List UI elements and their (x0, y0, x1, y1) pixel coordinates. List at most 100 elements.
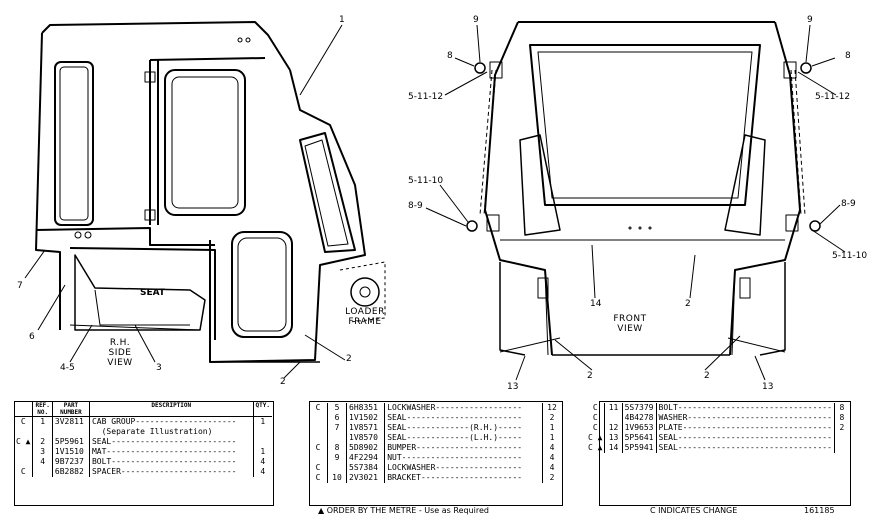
row-part: 1V1510 (52, 447, 90, 457)
parts-table-1-box (14, 401, 274, 506)
table-row: 9 4F2294 NUT------------------------- 4 (309, 453, 561, 463)
row-qty: 12 (547, 403, 557, 412)
parts-table-2: C 5 6H8351 LOCKWASHER------------------ … (309, 403, 561, 483)
callout-2: 2 (346, 354, 352, 364)
row-qty (834, 433, 849, 443)
row-mark: C (315, 473, 321, 482)
row-part: 1V9653 (622, 423, 657, 433)
row-ref: 3 (32, 447, 53, 457)
callout-5-11-12: 5-11-12 (408, 92, 444, 102)
row-mark: C (592, 423, 598, 432)
row-desc: BOLT-------------------------- (89, 457, 254, 467)
table-row: C 1 3V2811 CAB GROUP--------------------… (14, 416, 272, 427)
row-qty (834, 443, 849, 453)
callout-5-11-12: 5-11-12 (815, 92, 851, 102)
row-ref: 12 (604, 423, 623, 433)
row-mark: C (592, 403, 598, 412)
illustration-number: 161185 (804, 506, 835, 515)
callout-4-5: 4-5 (60, 363, 75, 373)
row-part: 5S7384 (346, 463, 386, 473)
row-mark: C (315, 403, 321, 412)
row-desc: (Separate Illustration) (89, 427, 254, 437)
table-row: C 12 1V9653 PLATE-----------------------… (586, 423, 849, 433)
row-part: 2V3021 (346, 473, 386, 483)
callout-8: 8 (845, 51, 851, 61)
callout-9: 9 (807, 15, 813, 25)
row-ref: 9 (327, 453, 347, 463)
col-header-part: PART NUMBER (52, 402, 90, 417)
table-row: C 5 6H8351 LOCKWASHER------------------ … (309, 403, 561, 413)
callout-7: 7 (17, 281, 23, 291)
callout-2: 2 (704, 371, 710, 381)
table-row: C 4B4278 WASHER-------------------------… (586, 413, 849, 423)
table-row: C ▲ 13 5P5641 SEAL----------------------… (586, 433, 849, 443)
row-part: 3V2811 (52, 416, 90, 427)
row-mark: C ▲ (588, 443, 603, 452)
row-part: 4B4278 (622, 413, 657, 423)
row-part: 6H8351 (346, 403, 386, 413)
row-part: 5P5641 (622, 433, 657, 443)
cab-illustration (24, 21, 846, 381)
row-qty: 4 (549, 463, 555, 472)
row-part: 1V8571 (346, 423, 386, 433)
row-desc: WASHER------------------------------ (656, 413, 835, 423)
row-desc: PLATE------------------------------- (656, 423, 835, 433)
row-qty: 1 (260, 417, 266, 426)
table-row: 6 1V1502 SEAL------------------------ 2 (309, 413, 561, 423)
row-part: 5P5961 (52, 437, 90, 447)
callout-14: 14 (590, 299, 602, 309)
row-mark (309, 423, 328, 433)
table-row: C 6B2882 SPACER------------------------ … (14, 467, 272, 477)
col-header-description: DESCRIPTION (89, 402, 254, 417)
rh-side-view-caption: R.H. SIDE VIEW (107, 338, 133, 368)
row-desc: SEAL-------------(R.H.)----- (384, 423, 543, 433)
row-ref (327, 463, 347, 473)
table-row: 3 1V1510 MAT--------------------------- … (14, 447, 272, 457)
row-qty: 2 (549, 473, 555, 482)
row-desc: BOLT-------------------------------- (656, 403, 835, 413)
row-qty: 1 (260, 447, 266, 456)
row-ref: 2 (32, 437, 53, 447)
row-ref (32, 467, 53, 477)
row-desc: BRACKET--------------------- (384, 473, 543, 483)
row-mark: C (592, 413, 598, 422)
row-mark (14, 427, 33, 437)
row-qty: 4 (260, 467, 266, 476)
row-part: 5P5941 (622, 443, 657, 453)
row-desc: SEAL------------------------ (384, 413, 543, 423)
row-mark: C ▲ (16, 437, 31, 446)
col-header-qty: QTY. (253, 402, 272, 417)
row-part: 4F2294 (346, 453, 386, 463)
row-ref: 4 (32, 457, 53, 467)
row-desc: SEAL-------------------------------- (656, 433, 835, 443)
row-ref: 1 (32, 416, 53, 427)
front-view-drawing (425, 21, 846, 381)
table-row: 7 1V8571 SEAL-------------(R.H.)----- 1 (309, 423, 561, 433)
row-qty: 8 (839, 403, 845, 412)
row-ref: 14 (604, 443, 623, 453)
row-mark (309, 453, 328, 463)
row-mark: C (315, 443, 321, 452)
table-header-row: REF. NO. PART NUMBER DESCRIPTION QTY. (14, 402, 272, 417)
callout-2: 2 (587, 371, 593, 381)
row-desc: NUT------------------------- (384, 453, 543, 463)
table-row: 4 9B7237 BOLT-------------------------- … (14, 457, 272, 467)
side-view-drawing (24, 21, 386, 379)
row-part: 6B2882 (52, 467, 90, 477)
callout-9: 9 (473, 15, 479, 25)
callout-8-9: 8-9 (408, 201, 423, 211)
row-ref: 7 (327, 423, 347, 433)
row-mark (309, 433, 328, 443)
row-part (52, 427, 90, 437)
row-desc: SEAL-------------------------------- (656, 443, 835, 453)
table-row: (Separate Illustration) (14, 427, 272, 437)
row-mark: C (20, 467, 26, 476)
row-qty: 8 (839, 413, 845, 422)
row-desc: MAT--------------------------- (89, 447, 254, 457)
row-mark: C (20, 417, 26, 426)
front-view-caption: FRONT VIEW (613, 314, 647, 334)
row-part: 1V8570 (346, 433, 386, 443)
row-desc: LOCKWASHER------------------ (384, 463, 543, 473)
parts-table-3-box (599, 401, 851, 506)
row-part: 5D8902 (346, 443, 386, 453)
